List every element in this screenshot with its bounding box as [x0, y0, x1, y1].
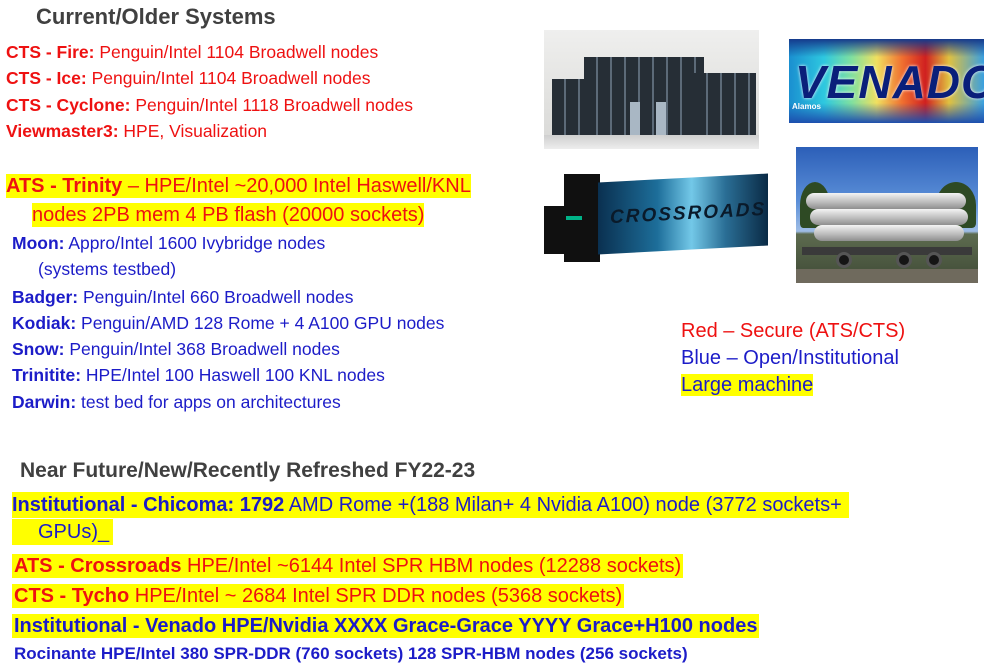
- system-desc: Penguin/Intel 368 Broadwell nodes: [64, 339, 340, 359]
- system-desc: Penguin/Intel 1118 Broadwell nodes: [130, 95, 413, 115]
- wheel: [926, 252, 942, 268]
- wheel: [896, 252, 912, 268]
- system-name: CTS - Tycho: [14, 585, 130, 607]
- system-line-trinity: ATS - Trinity – HPE/Intel ~20,000 Intel …: [6, 174, 471, 198]
- system-desc: HPE, Visualization: [118, 121, 268, 141]
- system-desc: HPE/Intel 100 Haswell 100 KNL nodes: [81, 365, 385, 385]
- system-line-chicoma-cont: GPUs)_: [12, 519, 114, 545]
- system-line-chicoma: Institutional - Chicoma: 1792 AMD Rome +…: [12, 492, 850, 518]
- system-line-ice: CTS - Ice: Penguin/Intel 1104 Broadwell …: [6, 68, 371, 89]
- system-name: ATS - Trinity: [6, 175, 123, 197]
- banner-band: [789, 103, 984, 123]
- crossroads-machine-image: CROSSROADS: [544, 170, 776, 264]
- system-desc: nodes 2PB mem 4 PB flash (20000 sockets): [32, 203, 425, 227]
- floor: [544, 135, 759, 149]
- wheel: [836, 252, 852, 268]
- system-desc: Penguin/AMD 128 Rome + 4 A100 GPU nodes: [76, 313, 445, 333]
- system-desc: AMD Rome +(188 Milan+ 4 Nvidia A100) nod…: [284, 494, 842, 516]
- system-line-trinity-cont: nodes 2PB mem 4 PB flash (20000 sockets): [32, 203, 425, 227]
- system-name: Kodiak:: [12, 313, 77, 333]
- system-line-viewmaster3: Viewmaster3: HPE, Visualization: [6, 121, 267, 142]
- system-desc: Appro/Intel 1600 Ivybridge nodes: [64, 233, 326, 253]
- system-name: Snow:: [12, 339, 65, 359]
- legend-red: Red – Secure (ATS/CTS): [681, 320, 906, 342]
- pipe: [814, 225, 964, 241]
- system-line-darwin: Darwin: test bed for apps on architectur…: [12, 392, 341, 413]
- system-line-moon: Moon: Appro/Intel 1600 Ivybridge nodes: [12, 233, 325, 254]
- system-line-kodiak: Kodiak: Penguin/AMD 128 Rome + 4 A100 GP…: [12, 313, 444, 334]
- truck-photo: [796, 147, 978, 283]
- system-name: Viewmaster3:: [6, 121, 119, 141]
- cluster-photo: [544, 30, 759, 149]
- venado-banner-image: VENADO Alamos: [789, 39, 984, 123]
- system-desc: Penguin/Intel 660 Broadwell nodes: [78, 287, 354, 307]
- truck-bed: [802, 247, 972, 255]
- system-desc: HPE/Intel ~ 2684 Intel SPR DDR nodes (53…: [129, 585, 623, 607]
- system-line-fire: CTS - Fire: Penguin/Intel 1104 Broadwell…: [6, 42, 378, 63]
- system-name: CTS - Fire:: [6, 42, 95, 62]
- rack-panel: [630, 102, 640, 142]
- system-desc: GPUs)_: [12, 519, 114, 545]
- system-line-crossroads: ATS - Crossroads HPE/Intel ~6144 Intel S…: [12, 554, 684, 578]
- system-line-tycho: CTS - Tycho HPE/Intel ~ 2684 Intel SPR D…: [12, 584, 625, 608]
- legend-blue: Blue – Open/Institutional: [681, 347, 899, 369]
- system-name: Darwin:: [12, 392, 77, 412]
- pipe: [810, 209, 968, 225]
- system-desc: test bed for apps on architectures: [76, 392, 341, 412]
- system-name: CTS - Cyclone:: [6, 95, 131, 115]
- system-line-venado: Institutional - Venado HPE/Nvidia XXXX G…: [12, 614, 760, 638]
- system-desc: – HPE/Intel ~20,000 Intel Haswell/KNL: [122, 175, 471, 197]
- rack-row: [694, 73, 756, 139]
- section-heading-current: Current/Older Systems: [36, 4, 276, 29]
- alamos-logo-text: Alamos: [792, 102, 821, 111]
- cabinet: [544, 206, 564, 254]
- system-name: Moon:: [12, 233, 65, 253]
- system-desc: HPE/Intel ~6144 Intel SPR HBM nodes (122…: [181, 555, 682, 577]
- rack-row: [584, 57, 704, 135]
- hpe-logo-icon: [566, 216, 582, 220]
- system-name: Institutional - Chicoma: 1792: [12, 494, 285, 516]
- system-line-moon-cont: (systems testbed): [38, 259, 177, 279]
- venado-logo-text: VENADO: [795, 56, 984, 108]
- system-line-badger: Badger: Penguin/Intel 660 Broadwell node…: [12, 287, 353, 308]
- system-desc: Penguin/Intel 1104 Broadwell nodes: [94, 42, 379, 62]
- pipe: [806, 193, 966, 209]
- section-heading-future: Near Future/New/Recently Refreshed FY22-…: [20, 459, 476, 482]
- system-desc: Institutional - Venado HPE/Nvidia XXXX G…: [12, 614, 760, 638]
- system-name: CTS - Ice:: [6, 68, 87, 88]
- system-name: Badger:: [12, 287, 79, 307]
- ground: [796, 269, 978, 283]
- system-line-snow: Snow: Penguin/Intel 368 Broadwell nodes: [12, 339, 340, 360]
- system-name: ATS - Crossroads: [14, 555, 182, 577]
- system-line-rocinante: Rocinante HPE/Intel 380 SPR-DDR (760 soc…: [14, 644, 688, 663]
- rack-panel: [656, 102, 666, 142]
- system-name: Trinitite:: [12, 365, 82, 385]
- system-line-cyclone: CTS - Cyclone: Penguin/Intel 1118 Broadw…: [6, 95, 413, 116]
- banner-band: [789, 39, 984, 57]
- legend-large-label: Large machine: [681, 374, 814, 396]
- system-line-trinitite: Trinitite: HPE/Intel 100 Haswell 100 KNL…: [12, 365, 385, 386]
- system-desc: Penguin/Intel 1104 Broadwell nodes: [86, 68, 371, 88]
- legend-large: Large machine: [681, 374, 814, 397]
